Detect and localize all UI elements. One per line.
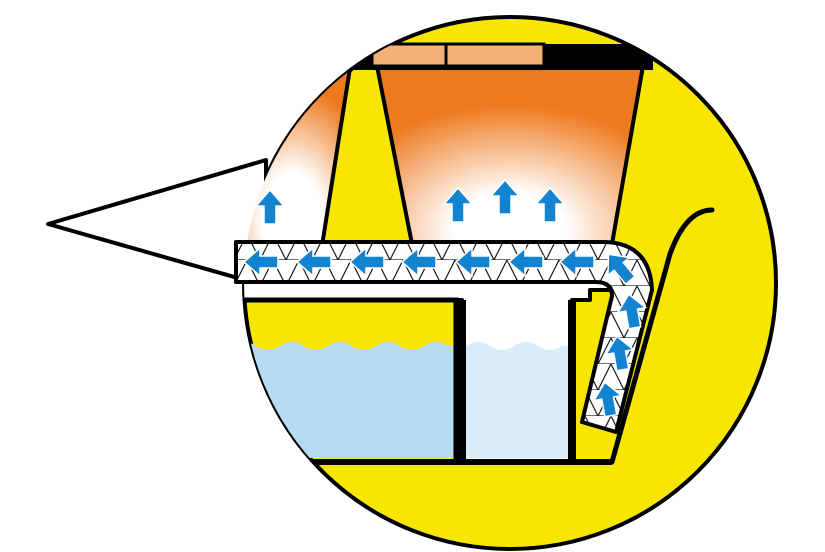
lamp-cap [370,42,546,68]
arrow-icon [507,246,544,278]
water-light [466,342,568,458]
reservoir-divider [456,300,466,462]
arrow-icon [607,253,636,286]
arrow-icon [348,246,385,278]
arrow-icon [295,246,332,278]
arrow-icon [400,246,437,278]
arrow-icon [604,335,636,372]
speaker-cone [46,158,268,288]
lamp-housing-right [375,64,645,246]
water [244,342,456,458]
arrow-icon [489,178,521,215]
arrow-icon [616,293,648,330]
arrow-icon [534,186,566,223]
arrow-icon [242,246,279,278]
arrow-icon [254,188,286,225]
arrow-icon [454,246,491,278]
flow-arrows [242,178,648,418]
arrow-icon [558,246,595,278]
arrow-icon [442,186,474,223]
spout [609,207,715,465]
reservoir-divider-2 [568,300,576,462]
arrow-icon [592,381,624,418]
